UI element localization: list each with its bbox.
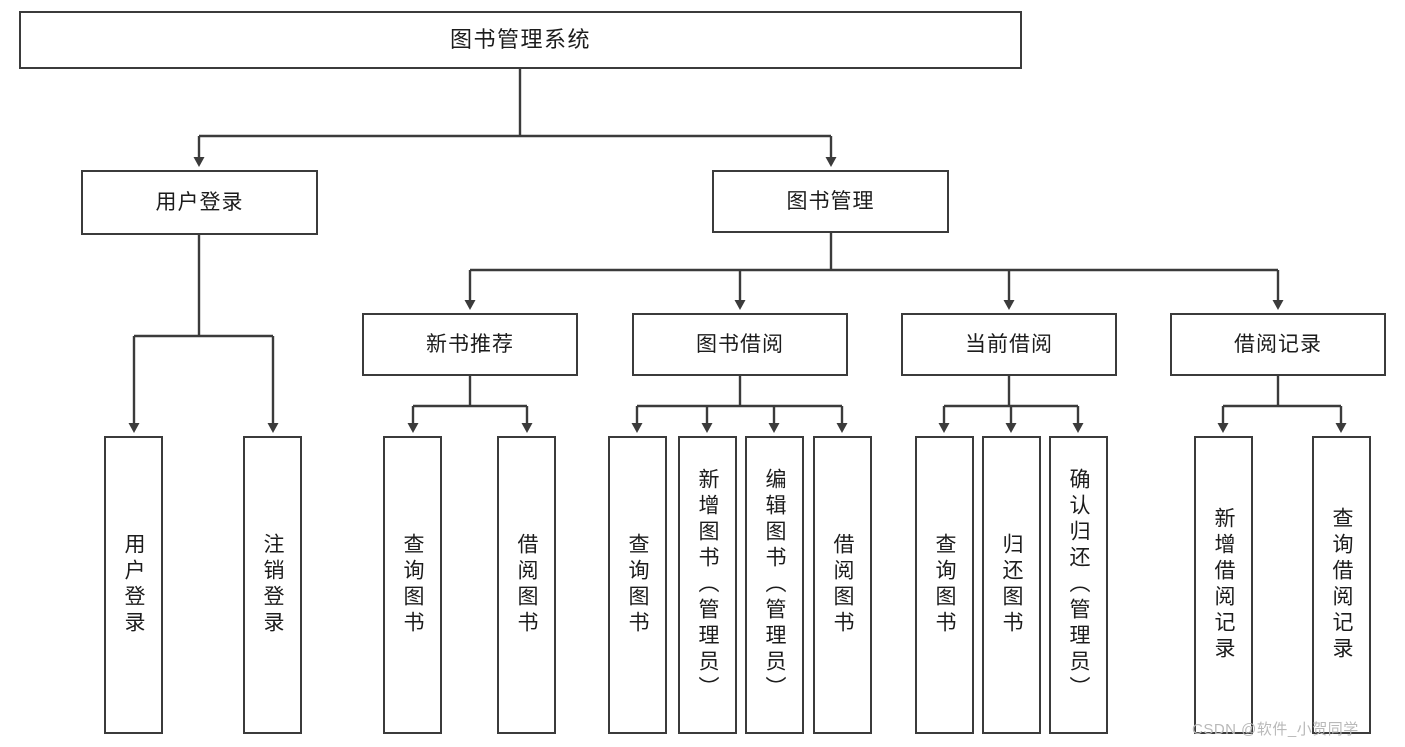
node-label: 借阅图书: [831, 533, 854, 637]
csdn-watermark: CSDN @软件_小贺同学: [1192, 721, 1359, 738]
node-user-login[interactable]: 用户登录: [81, 170, 318, 235]
node-label: 查询借阅记录: [1330, 507, 1353, 663]
leaf-current-borrow-query[interactable]: 查询图书: [915, 436, 974, 734]
node-label: 借阅图书: [515, 533, 538, 637]
leaf-borrow-record-add[interactable]: 新增借阅记录: [1194, 436, 1253, 734]
node-label: 图书管理: [786, 189, 875, 213]
node-label: 确认归还（管理员）: [1067, 468, 1090, 702]
leaf-book-borrow-borrow[interactable]: 借阅图书: [813, 436, 872, 734]
node-label: 图书管理系统: [449, 26, 591, 52]
leaf-borrow-record-query[interactable]: 查询借阅记录: [1312, 436, 1371, 734]
node-label: 当前借阅: [965, 332, 1053, 356]
node-label: 图书借阅: [696, 332, 784, 356]
leaf-current-borrow-return[interactable]: 归还图书: [982, 436, 1041, 734]
leaf-user-login-logout[interactable]: 注销登录: [243, 436, 302, 734]
node-label: 编辑图书（管理员）: [763, 468, 786, 702]
node-label: 查询图书: [626, 533, 649, 637]
leaf-new-book-borrow[interactable]: 借阅图书: [497, 436, 556, 734]
leaf-book-borrow-query[interactable]: 查询图书: [608, 436, 667, 734]
leaf-current-borrow-confirm-return[interactable]: 确认归还（管理员）: [1049, 436, 1108, 734]
node-label: 用户登录: [122, 533, 145, 637]
leaf-book-borrow-add[interactable]: 新增图书（管理员）: [678, 436, 737, 734]
node-current-borrow[interactable]: 当前借阅: [901, 313, 1117, 376]
node-label: 借阅记录: [1234, 332, 1322, 356]
leaf-new-book-query[interactable]: 查询图书: [383, 436, 442, 734]
leaf-user-login-login[interactable]: 用户登录: [104, 436, 163, 734]
leaf-book-borrow-edit[interactable]: 编辑图书（管理员）: [745, 436, 804, 734]
node-label: 新增图书（管理员）: [696, 468, 719, 702]
node-label: 新书推荐: [426, 332, 514, 356]
node-label: 注销登录: [261, 533, 284, 637]
node-root-system[interactable]: 图书管理系统: [19, 11, 1022, 69]
node-borrow-records[interactable]: 借阅记录: [1170, 313, 1386, 376]
node-label: 新增借阅记录: [1212, 507, 1235, 663]
node-book-borrow[interactable]: 图书借阅: [632, 313, 848, 376]
node-new-book-recommend[interactable]: 新书推荐: [362, 313, 578, 376]
node-label: 归还图书: [1000, 533, 1023, 637]
node-label: 查询图书: [401, 533, 424, 637]
node-label: 用户登录: [155, 190, 244, 214]
node-book-management[interactable]: 图书管理: [712, 170, 949, 233]
node-label: 查询图书: [933, 533, 956, 637]
